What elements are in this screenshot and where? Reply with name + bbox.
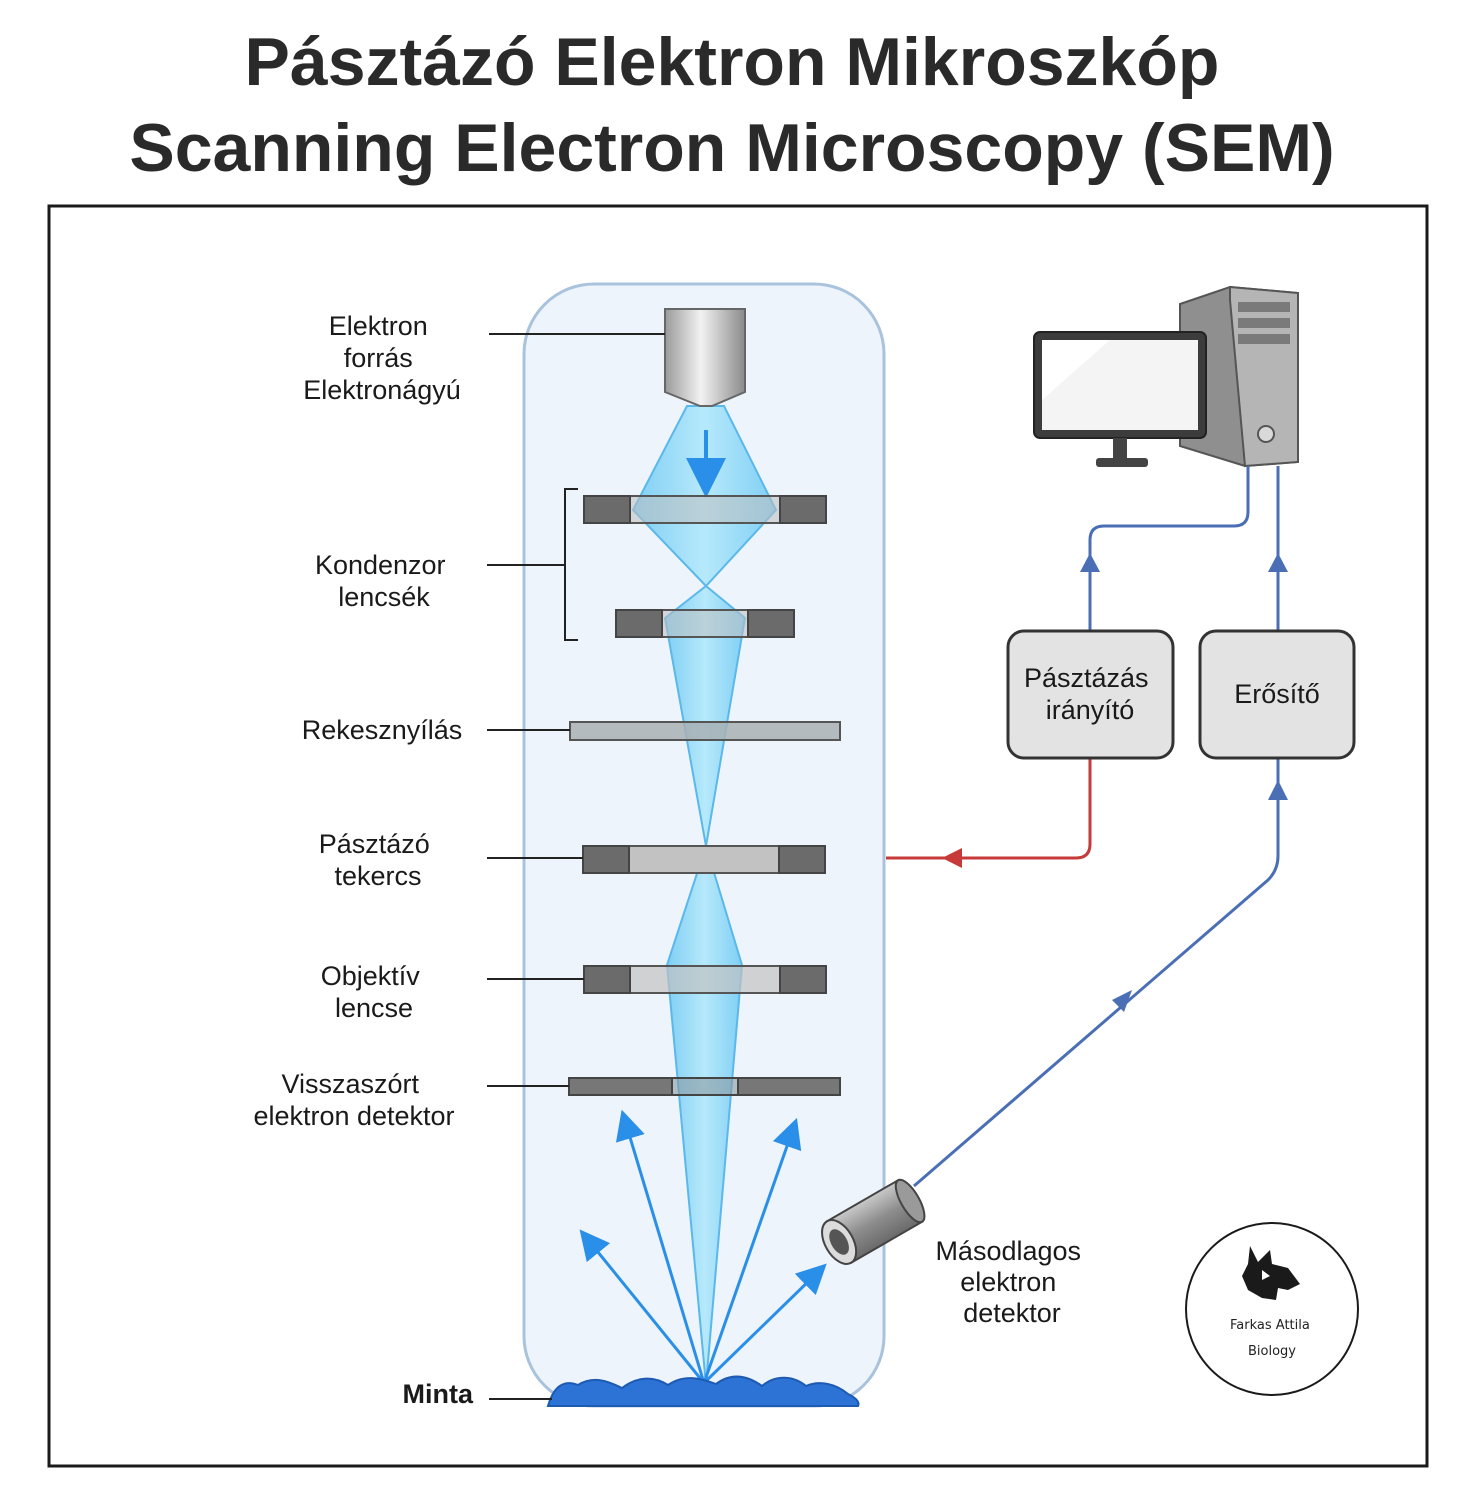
amplifier-box: Erősítő [1198, 629, 1356, 760]
label-electron-source-2: forrás [344, 343, 413, 373]
logo-line-1: Farkas Attila [1230, 1318, 1310, 1333]
label-objective-1: Objektív [321, 961, 421, 991]
scan-coil [582, 845, 826, 874]
electron-gun-icon [664, 308, 746, 407]
label-condenser: Kondenzor lencsék [315, 550, 453, 612]
scan-controller-label-1: Pásztázás [1024, 663, 1149, 693]
label-objective: Objektív lencse [321, 961, 428, 1023]
label-backscatter: Visszaszórt elektron detektor [253, 1069, 454, 1131]
computer-icon [1033, 285, 1299, 468]
label-secondary-detector: Másodlagos elektron detektor [935, 1236, 1088, 1328]
label-electron-source-3: Elektronágyú [303, 375, 461, 405]
logo-line-2: Biology [1248, 1344, 1296, 1359]
scattered-electrons [579, 1109, 827, 1385]
condenser-lens-2 [615, 609, 795, 638]
scan-controller-box: Pásztázás irányító [1006, 629, 1175, 760]
label-scan-coil-1: Pásztázó [319, 829, 430, 859]
wolf-icon [1242, 1246, 1300, 1300]
logo: Farkas Attila Biology [1185, 1222, 1359, 1396]
label-secondary-detector-2: elektron [960, 1267, 1056, 1297]
signal-arrowheads [942, 553, 1288, 1012]
signal-connections [886, 466, 1280, 1188]
secondary-detector-icon [821, 1178, 926, 1265]
sample-shape [546, 1375, 860, 1407]
label-objective-2: lencse [335, 993, 413, 1023]
label-secondary-detector-3: detektor [963, 1298, 1061, 1328]
label-scan-coil-2: tekercs [334, 861, 421, 891]
label-electron-source: Elektron forrás Elektronágyú [303, 311, 461, 405]
svg-text:Farkas Attila Biology: Farkas Attila Biology [1230, 1318, 1314, 1359]
backscatter-detector [568, 1077, 841, 1096]
label-condenser-2: lencsék [338, 582, 430, 612]
label-leaders [487, 333, 665, 1400]
label-aperture-1: Rekesznyílás [302, 715, 463, 745]
label-aperture: Rekesznyílás [302, 715, 463, 745]
label-backscatter-1: Visszaszórt [281, 1069, 419, 1099]
title-line-1: Pásztázó Elektron Mikroszkóp [244, 24, 1220, 100]
label-scan-coil: Pásztázó tekercs [319, 829, 438, 891]
label-secondary-detector-1: Másodlagos [935, 1236, 1081, 1266]
amplifier-label: Erősítő [1234, 679, 1320, 709]
svg-text:Pásztázás irányító: Pásztázás irányító [1024, 663, 1156, 725]
label-sample: Minta [403, 1379, 474, 1409]
svg-text:Erősítő: Erősítő [1234, 679, 1320, 709]
label-backscatter-2: elektron detektor [253, 1101, 454, 1131]
label-sample-1: Minta [403, 1379, 474, 1409]
condenser-lens-1 [583, 495, 827, 524]
label-electron-source-1: Elektron [329, 311, 428, 341]
label-condenser-1: Kondenzor [315, 550, 446, 580]
title-line-2: Scanning Electron Microscopy (SEM) [129, 110, 1335, 186]
objective-lens [583, 965, 827, 994]
scan-controller-label-2: irányító [1046, 695, 1135, 725]
aperture-plate [569, 721, 841, 741]
